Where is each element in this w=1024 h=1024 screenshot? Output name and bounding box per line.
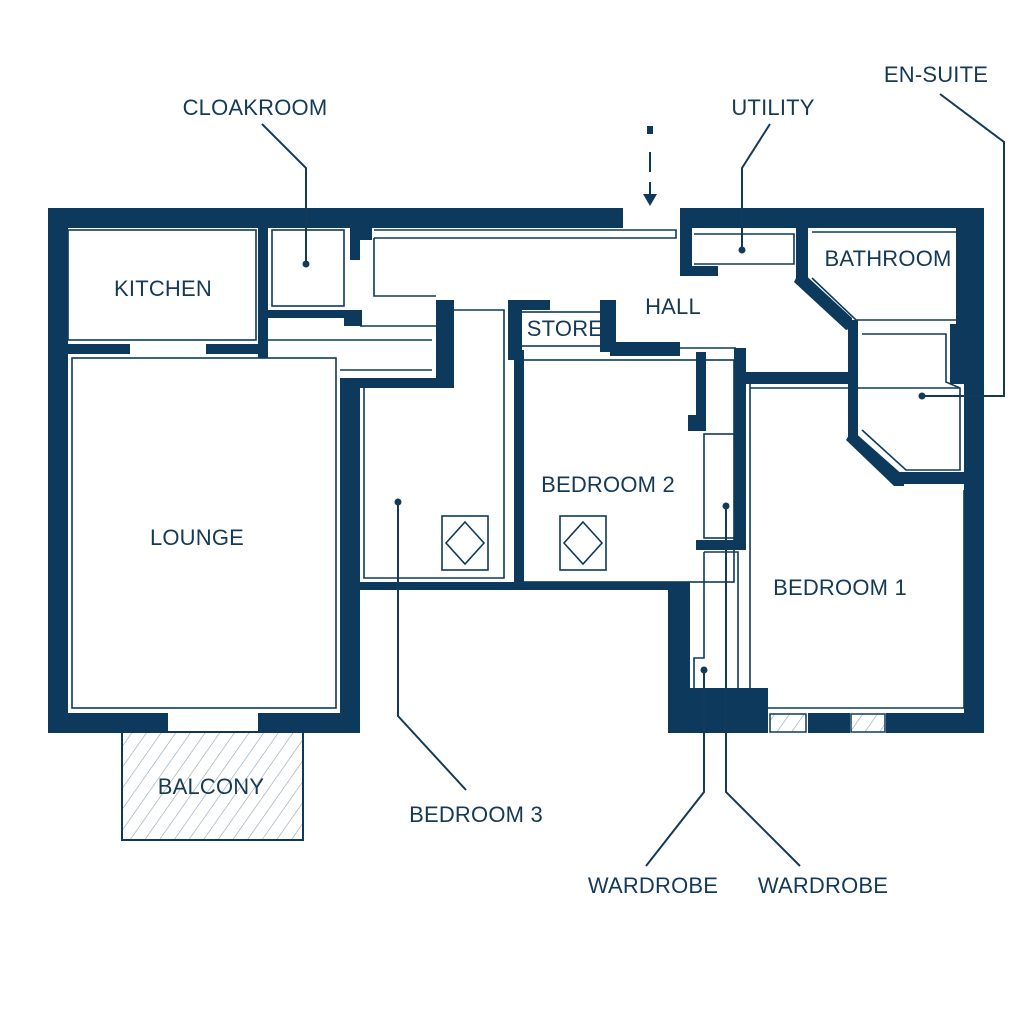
balcony-area xyxy=(121,731,304,841)
inner-lines xyxy=(67,229,965,709)
callout-bedroom-3: BEDROOM 3 xyxy=(409,802,543,827)
exterior-walls xyxy=(48,208,984,733)
room-label-bathroom: BATHROOM xyxy=(824,246,951,271)
cloakroom-leader xyxy=(261,123,307,262)
diamond-wardrobe-icon xyxy=(559,515,607,571)
interior-walls xyxy=(68,228,964,590)
callout-wardrobe-right: WARDROBE xyxy=(758,873,888,898)
leader-lines xyxy=(261,93,1005,867)
room-label-bedroom-1: BEDROOM 1 xyxy=(773,575,907,600)
bedroom3-leader xyxy=(397,504,467,791)
room-label-store: STORE xyxy=(527,316,603,341)
entrance-arrow-icon xyxy=(643,126,657,206)
ensuite-leader xyxy=(924,93,1005,397)
callout-cloakroom: CLOAKROOM xyxy=(183,95,328,120)
callout-ensuite: EN-SUITE xyxy=(884,62,988,87)
window xyxy=(850,713,886,733)
callout-wardrobe-left: WARDROBE xyxy=(588,873,718,898)
wardrobe-right-leader xyxy=(725,508,801,867)
room-label-balcony: BALCONY xyxy=(158,774,265,799)
room-label-kitchen: KITCHEN xyxy=(114,276,212,301)
wardrobe-left-leader xyxy=(645,672,705,867)
window xyxy=(769,713,807,733)
utility-leader xyxy=(741,123,771,248)
room-label-bedroom-2: BEDROOM 2 xyxy=(541,472,675,497)
room-label-lounge: LOUNGE xyxy=(150,525,244,550)
callout-utility: UTILITY xyxy=(731,95,814,120)
room-label-hall: HALL xyxy=(645,294,701,319)
diamond-wardrobe-icon xyxy=(441,515,489,571)
